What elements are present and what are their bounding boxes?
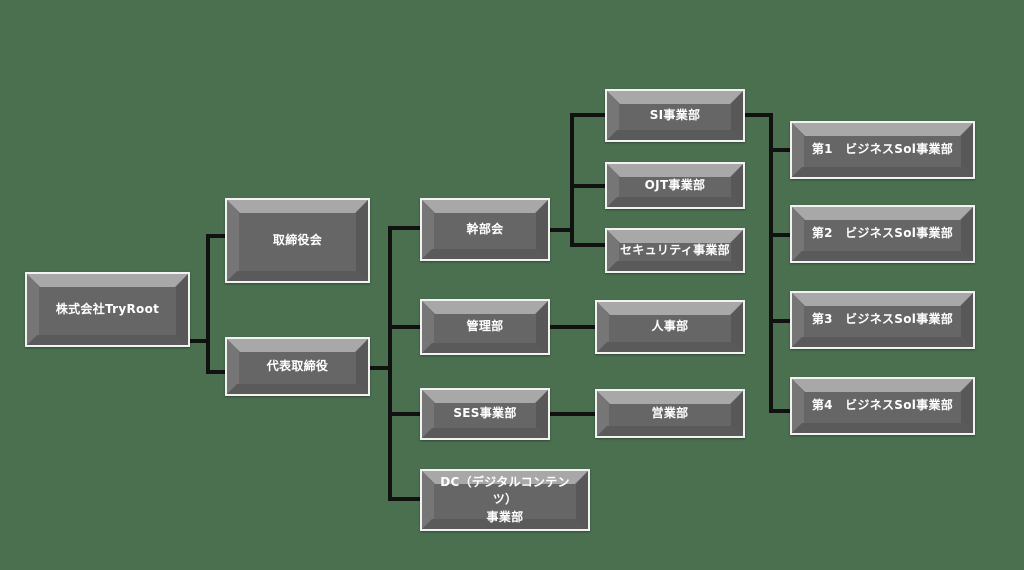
org-node-sales[interactable]: 営業部 bbox=[595, 389, 745, 438]
connector-tryroot-to-president bbox=[206, 370, 227, 374]
org-node-ojt[interactable]: OJT事業部 bbox=[605, 162, 745, 209]
bevel-right bbox=[536, 390, 548, 438]
org-node-hr[interactable]: 人事部 bbox=[595, 300, 745, 354]
bevel-right bbox=[731, 164, 743, 207]
org-node-label-bs4: 第4 ビジネスSol事業部 bbox=[811, 398, 954, 413]
bevel-right bbox=[731, 391, 743, 436]
bevel-left bbox=[597, 302, 609, 352]
connector-si-to-bs1 bbox=[769, 148, 792, 152]
org-node-label-sales: 営業部 bbox=[651, 405, 689, 420]
org-node-label-bs3: 第3 ビジネスSol事業部 bbox=[811, 312, 954, 327]
org-node-label-dc: DC（デジタルコンテンツ） 事業部 bbox=[440, 474, 570, 524]
bevel-left bbox=[227, 200, 239, 281]
bevel-left bbox=[422, 200, 434, 259]
bevel-left bbox=[27, 274, 39, 345]
org-node-bs4[interactable]: 第4 ビジネスSol事業部 bbox=[790, 377, 975, 435]
org-node-bs2[interactable]: 第2 ビジネスSol事業部 bbox=[790, 205, 975, 263]
org-node-label-board: 取締役会 bbox=[272, 232, 323, 247]
bevel-left bbox=[607, 164, 619, 207]
org-node-bs1[interactable]: 第1 ビジネスSol事業部 bbox=[790, 121, 975, 179]
bevel-left bbox=[792, 207, 804, 261]
bevel-left bbox=[597, 391, 609, 436]
bevel-right bbox=[961, 123, 973, 177]
connector-exec-to-ojt bbox=[570, 184, 607, 188]
org-node-label-bs1: 第1 ビジネスSol事業部 bbox=[811, 142, 954, 157]
org-node-label-bs2: 第2 ビジネスSol事業部 bbox=[811, 226, 954, 241]
org-node-si[interactable]: SI事業部 bbox=[605, 89, 745, 142]
connector-president-to-ses bbox=[388, 412, 422, 416]
org-node-label-si: SI事業部 bbox=[649, 107, 701, 122]
org-node-label-security: セキュリティ事業部 bbox=[620, 242, 730, 257]
bevel-left bbox=[227, 339, 239, 394]
bevel-right bbox=[176, 274, 188, 345]
bevel-right bbox=[961, 207, 973, 261]
org-node-label-ojt: OJT事業部 bbox=[644, 177, 706, 192]
connector-si-to-bs2 bbox=[769, 233, 792, 237]
bevel-left bbox=[792, 123, 804, 177]
org-node-label-admin: 管理部 bbox=[466, 319, 504, 334]
bevel-right bbox=[356, 339, 368, 394]
connector-exec-to-security bbox=[570, 243, 607, 247]
connector-exec-stub bbox=[550, 228, 574, 232]
org-node-ses[interactable]: SES事業部 bbox=[420, 388, 550, 440]
connector-president-to-exec bbox=[388, 226, 422, 230]
org-node-label-ses: SES事業部 bbox=[453, 406, 517, 421]
bevel-right bbox=[961, 293, 973, 347]
org-node-label-president: 代表取締役 bbox=[266, 358, 329, 373]
org-node-exec[interactable]: 幹部会 bbox=[420, 198, 550, 261]
org-node-security[interactable]: セキュリティ事業部 bbox=[605, 228, 745, 273]
bevel-right bbox=[536, 301, 548, 353]
connector-tryroot-trunk bbox=[206, 234, 210, 374]
connector-ses-to-sales bbox=[550, 412, 597, 416]
connector-si-to-bs3 bbox=[769, 319, 792, 323]
bevel-left bbox=[792, 379, 804, 433]
org-node-tryroot[interactable]: 株式会社TryRoot bbox=[25, 272, 190, 347]
connector-tryroot-to-board bbox=[206, 234, 227, 238]
org-node-bs3[interactable]: 第3 ビジネスSol事業部 bbox=[790, 291, 975, 349]
org-node-board[interactable]: 取締役会 bbox=[225, 198, 370, 283]
bevel-right bbox=[536, 200, 548, 259]
bevel-left bbox=[792, 293, 804, 347]
bevel-left bbox=[422, 301, 434, 353]
bevel-right bbox=[961, 379, 973, 433]
org-node-dc[interactable]: DC（デジタルコンテンツ） 事業部 bbox=[420, 469, 590, 531]
connector-si-trunk bbox=[769, 113, 773, 413]
org-node-label-tryroot: 株式会社TryRoot bbox=[55, 301, 160, 316]
connector-president-to-dc bbox=[388, 497, 422, 501]
connector-si-to-bs4 bbox=[769, 409, 792, 413]
connector-president-trunk bbox=[388, 226, 392, 501]
bevel-left bbox=[422, 390, 434, 438]
connector-president-stub bbox=[370, 366, 392, 370]
bevel-right bbox=[731, 302, 743, 352]
bevel-right bbox=[731, 91, 743, 140]
org-node-admin[interactable]: 管理部 bbox=[420, 299, 550, 355]
bevel-left bbox=[607, 91, 619, 140]
org-node-president[interactable]: 代表取締役 bbox=[225, 337, 370, 396]
connector-admin-to-hr bbox=[550, 325, 597, 329]
connector-president-to-admin bbox=[388, 325, 422, 329]
org-node-label-hr: 人事部 bbox=[651, 319, 689, 334]
connector-si-stub bbox=[745, 113, 773, 117]
connector-exec-to-si bbox=[570, 113, 607, 117]
connector-exec-trunk bbox=[570, 113, 574, 247]
bevel-right bbox=[356, 200, 368, 281]
connector-tryroot-stub bbox=[190, 339, 210, 343]
org-node-label-exec: 幹部会 bbox=[466, 221, 504, 236]
